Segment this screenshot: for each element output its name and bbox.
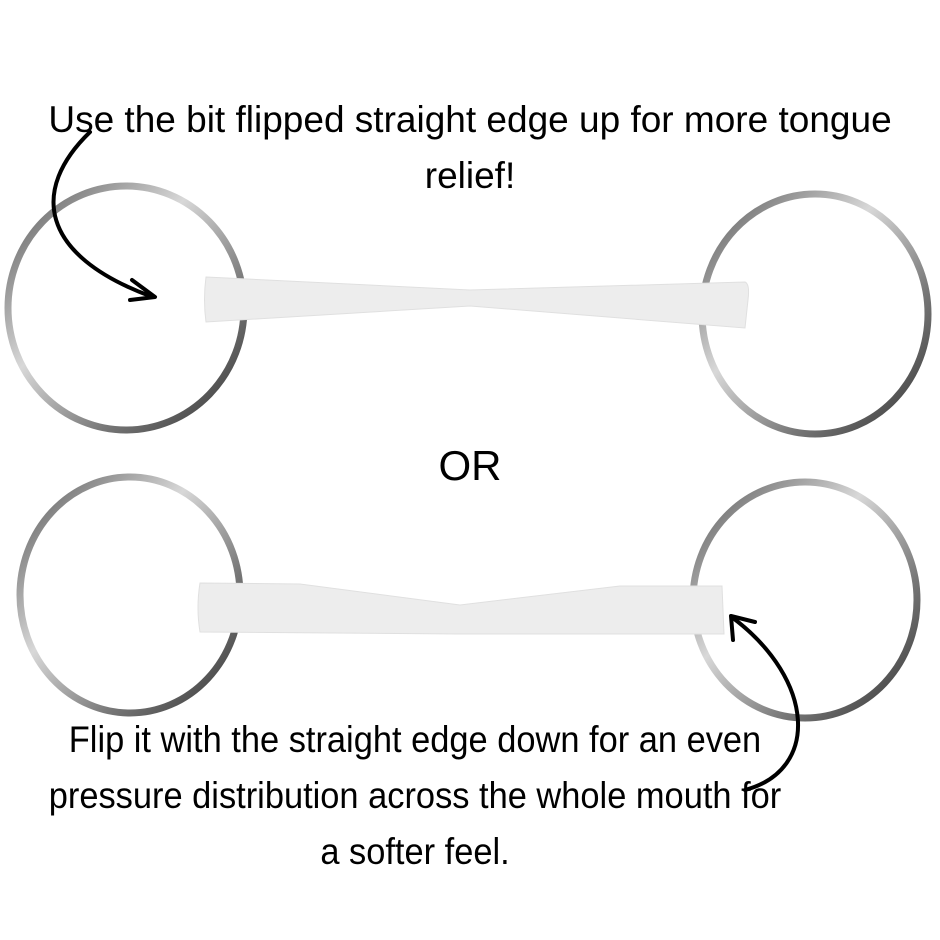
- bottom-mouthpiece: [197, 582, 725, 635]
- or-divider-label: OR: [438, 442, 502, 489]
- top-arrow-icon: [51, 130, 157, 302]
- top-mouthpiece: [204, 276, 750, 329]
- bottom-arrow-icon: [729, 614, 801, 792]
- top-caption: Use the bit flipped straight edge up for…: [48, 99, 892, 196]
- bottom-right-ring: [689, 478, 921, 722]
- bottom-bit-image: [16, 473, 921, 722]
- bottom-caption: Flip it with the straight edge down for …: [48, 719, 782, 872]
- top-bit-image: [4, 182, 932, 438]
